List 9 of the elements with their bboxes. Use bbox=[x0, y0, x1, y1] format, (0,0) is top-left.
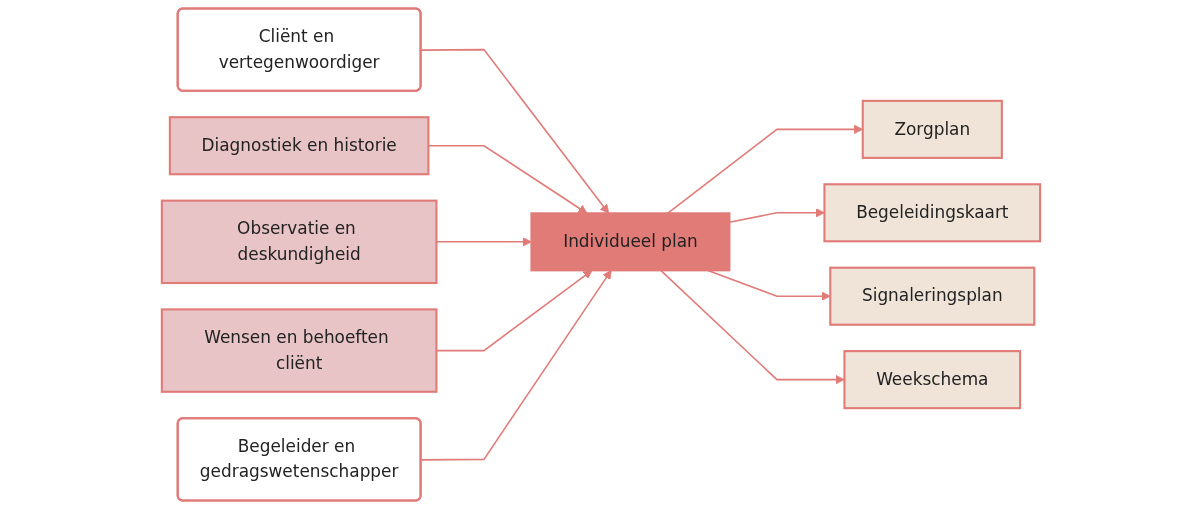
node-box: Observatie en deskundigheid bbox=[160, 199, 438, 285]
node-box: Zorgplan bbox=[861, 99, 1003, 159]
node-box: Individueel plan bbox=[530, 212, 731, 272]
node-box: Begeleidingskaart bbox=[823, 183, 1042, 243]
node-box: Weekschema bbox=[843, 350, 1022, 410]
node-box: Wensen en behoeften cliënt bbox=[160, 308, 438, 393]
node-box: Diagnostiek en historie bbox=[168, 116, 430, 176]
arrow bbox=[420, 48, 610, 214]
node-box: Signaleringsplan bbox=[829, 266, 1036, 326]
